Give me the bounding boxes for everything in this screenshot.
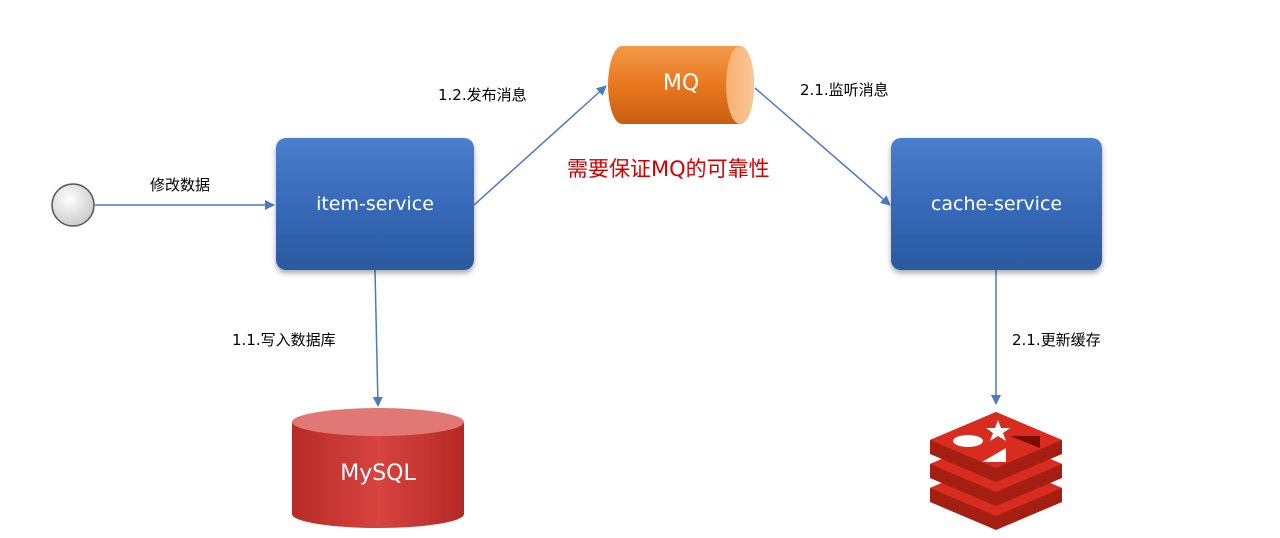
mq-reliability-note: 需要保证MQ的可靠性: [567, 157, 770, 181]
label-modify-data: 修改数据: [150, 176, 211, 194]
item-service-box: item-service: [276, 138, 474, 270]
label-write-database: 1.1.写入数据库: [232, 331, 336, 349]
redis-logo-icon: [930, 412, 1062, 530]
mysql-label: MySQL: [340, 461, 416, 486]
cache-service-label: cache-service: [930, 193, 1063, 215]
cache-service-box: cache-service: [891, 138, 1102, 270]
start-node: [51, 183, 95, 227]
mq-queue-icon: [608, 46, 754, 124]
label-publish-message: 1.2.发布消息: [438, 86, 527, 104]
label-listen-message: 2.1.监听消息: [800, 81, 889, 99]
mq-label: MQ: [662, 71, 700, 96]
arrow-publish: [473, 85, 607, 206]
arrow-write-db: [372, 269, 383, 407]
item-service-label: item-service: [316, 193, 434, 215]
label-update-cache: 2.1.更新缓存: [1012, 331, 1101, 349]
mysql-database-icon: [292, 408, 464, 528]
arrow-listen: [754, 87, 891, 206]
